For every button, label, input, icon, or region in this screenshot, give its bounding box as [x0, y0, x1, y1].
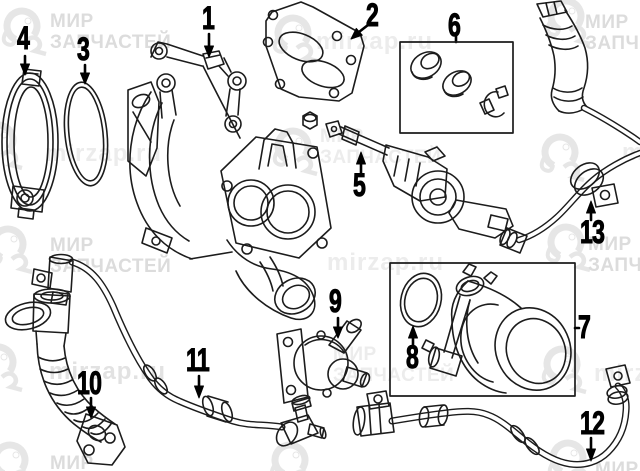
callout-arrow-5 — [356, 151, 366, 177]
callout-8: 8 — [406, 339, 420, 375]
part-11-oil-line — [31, 253, 327, 447]
callout-arrow-13 — [586, 200, 596, 222]
callout-1: 1 — [202, 0, 216, 36]
watermark-site-text: mirzap.ru — [594, 360, 640, 387]
part-7-charge-pipe — [421, 263, 572, 394]
callout-7: 7 — [578, 309, 592, 345]
callout-13: 13 — [580, 214, 606, 250]
callout-arrow-11 — [194, 374, 204, 399]
part-6-seal-kit-group — [399, 34, 514, 134]
part-13-coolant-hose — [499, 0, 640, 254]
part-8-o-ring — [399, 272, 443, 328]
callout-10: 10 — [77, 365, 103, 401]
callout-arrow-8 — [408, 325, 418, 348]
callout-arrow-9 — [333, 316, 343, 339]
callout-arrow-3 — [80, 63, 90, 85]
callout-arrow-12 — [586, 436, 596, 462]
callout-arrow-10 — [86, 396, 96, 419]
callout-4: 4 — [17, 20, 31, 56]
part-7-charge-pipe-group — [389, 262, 581, 397]
callout-12: 12 — [580, 405, 606, 441]
callout-11: 11 — [186, 342, 210, 378]
callout-arrow-2 — [350, 23, 370, 40]
part-3-seal-ring — [63, 81, 109, 187]
callout-5: 5 — [353, 167, 367, 203]
callout-arrows — [20, 23, 596, 462]
part-9-valve — [276, 318, 371, 404]
part-2-gasket — [262, 1, 365, 102]
callout-2: 2 — [366, 0, 380, 33]
callout-arrow-4 — [20, 54, 30, 76]
part-1-turbocharger — [127, 41, 332, 321]
part-4-clamp-ring — [1, 68, 59, 220]
callout-arrow-1 — [204, 32, 214, 58]
part-12-coolant-hose — [352, 364, 631, 468]
callout-3: 3 — [77, 31, 91, 67]
callout-6: 6 — [448, 7, 462, 43]
part-10-corrugated-pipe — [4, 288, 126, 466]
callout-9: 9 — [329, 283, 343, 319]
